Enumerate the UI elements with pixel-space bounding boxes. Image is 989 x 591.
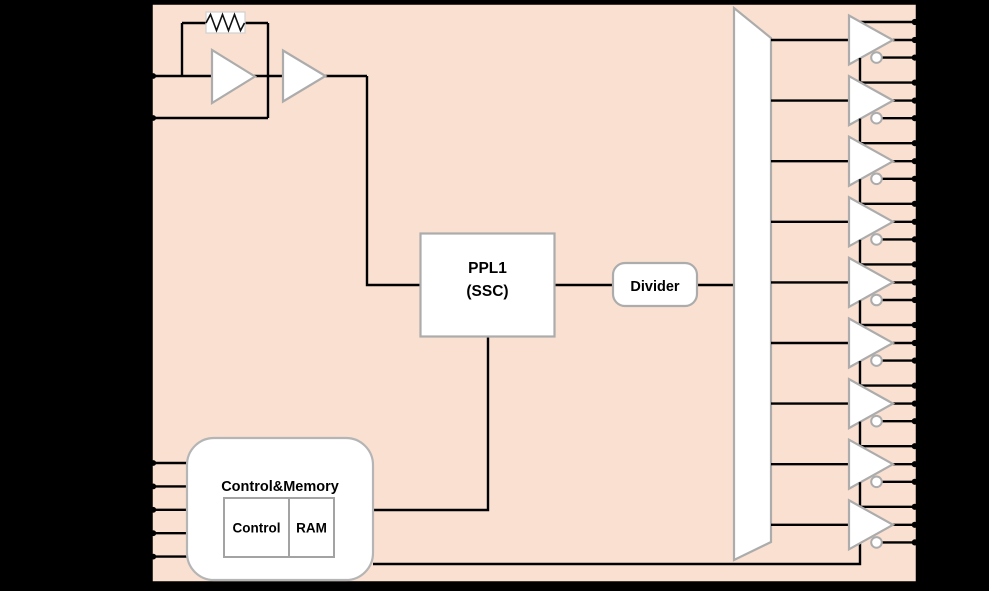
- xout-pin-dot: [150, 115, 157, 121]
- inverter-bubble-icon: [870, 475, 883, 489]
- control-ram-box: [223, 497, 335, 558]
- output-pin-dot: [911, 461, 918, 468]
- control-pin: [150, 553, 187, 560]
- wires: [150, 21, 862, 566]
- output-buffer: [771, 482, 918, 552]
- inverter-bubble-icon: [870, 293, 883, 307]
- amp-triangle-icon: [210, 48, 258, 105]
- control-memory-block: Control&Memory Control RAM: [185, 436, 375, 582]
- output-pin-dot: [911, 400, 918, 407]
- buffer-triangle-icon: [847, 377, 896, 430]
- control-pin-dot: [150, 553, 157, 560]
- pll-label-line2: (SSC): [466, 283, 508, 300]
- output-pin-dot: [911, 218, 918, 225]
- output-buffer: [771, 13, 918, 67]
- output-pin-dot: [911, 339, 918, 347]
- output-buffer: [771, 239, 918, 309]
- buffer-triangle-icon: [847, 256, 896, 309]
- xin-pin-dot: [150, 73, 157, 79]
- control-pin: [150, 506, 187, 513]
- output-pin-dot: [911, 54, 918, 61]
- output-pin-dot: [911, 18, 918, 26]
- output-pin-dot: [911, 418, 918, 425]
- buffer-triangle-icon: [847, 316, 896, 370]
- output-pin-dot: [911, 79, 918, 86]
- output-pin-dot: [911, 140, 918, 147]
- pll-block: PPL1 (SSC): [419, 232, 556, 338]
- buffer-triangle-icon: [847, 74, 896, 127]
- buffer-triangle-icon: [847, 134, 896, 188]
- control-pin: [150, 460, 187, 466]
- output-pin-dot: [911, 261, 918, 268]
- output-pin-dot: [911, 321, 918, 329]
- inverter-bubble-icon: [870, 233, 883, 246]
- control-to-buffers-wire: [373, 543, 862, 566]
- crystal-oscillator: [205, 11, 328, 105]
- output-pin-dot: [911, 521, 918, 528]
- pll-label-line1: PPL1: [468, 260, 507, 277]
- output-pin-dot: [911, 175, 918, 182]
- output-pin-dot: [911, 236, 918, 243]
- control-pin-dot: [150, 506, 157, 513]
- output-pin-dot: [911, 36, 918, 44]
- inverter-bubble-icon: [870, 51, 883, 64]
- divider-box: [611, 261, 699, 308]
- output-pin-dot: [911, 296, 918, 304]
- output-pin-dot: [911, 158, 918, 165]
- fanout-trapezoid: [732, 5, 773, 562]
- output-pin-dot: [911, 357, 918, 364]
- control-pin: [150, 483, 187, 490]
- inverter-bubble-icon: [870, 354, 883, 367]
- output-buffer: [771, 179, 918, 249]
- control-pin-dot: [150, 483, 157, 490]
- osc-to-pll-wire: [365, 76, 420, 287]
- buffer-triangle-icon: [847, 13, 896, 67]
- output-pin-dot: [911, 97, 918, 104]
- ram-cell-label: RAM: [296, 521, 327, 536]
- control-pin-dot: [150, 460, 157, 466]
- resistor-icon: [205, 12, 246, 33]
- output-buffer: [771, 118, 918, 188]
- output-buffers: [771, 13, 918, 552]
- buffer-triangle-icon: [847, 437, 896, 491]
- output-pin-dot: [911, 478, 918, 485]
- output-buffer: [771, 58, 918, 127]
- inverter-bubble-icon: [870, 414, 883, 428]
- divider-label: Divider: [630, 279, 680, 295]
- output-pin-dot: [911, 443, 918, 450]
- buffer-triangle-icon: [847, 195, 896, 249]
- inverter-bubble-icon: [870, 536, 883, 549]
- control-to-pll-wire: [373, 337, 490, 512]
- control-cell-label: Control: [233, 521, 281, 536]
- inverter-bubble-icon: [870, 111, 883, 125]
- control-memory-title: Control&Memory: [221, 479, 339, 495]
- control-pin-dot: [150, 530, 157, 537]
- inverter-bubble-icon: [870, 172, 883, 186]
- output-buffer: [771, 300, 918, 370]
- output-pin-dot: [911, 279, 918, 286]
- control-pin: [150, 530, 187, 537]
- buffer-triangle-icon: [847, 498, 896, 552]
- output-pin-dot: [911, 503, 918, 510]
- output-pin-dot: [911, 115, 918, 122]
- output-buffer: [771, 421, 918, 491]
- output-pin-dot: [911, 539, 918, 546]
- amp-triangle-icon: [281, 48, 328, 104]
- pll-box: [419, 232, 556, 338]
- divider-block: Divider: [611, 261, 699, 308]
- output-pin-dot: [911, 382, 918, 389]
- control-pins: [150, 460, 187, 560]
- output-pin-dot: [911, 200, 918, 207]
- output-buffer: [771, 361, 918, 430]
